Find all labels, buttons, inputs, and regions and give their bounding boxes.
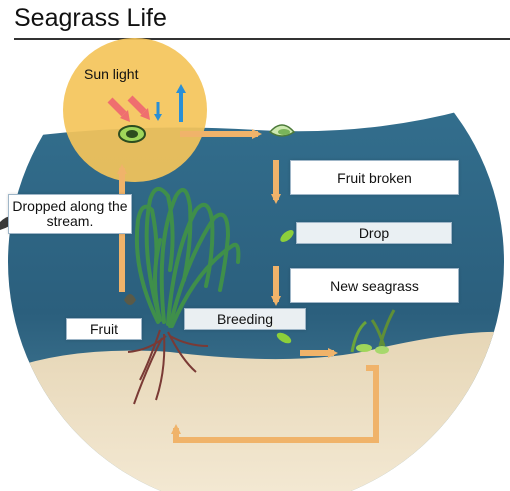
breeding-label: Breeding xyxy=(184,308,306,330)
sun-circle xyxy=(63,38,207,182)
new-seagrass-label: New seagrass xyxy=(290,268,459,303)
sun-light-label: Sun light xyxy=(84,66,138,82)
drop-label: Drop xyxy=(296,222,452,244)
broken-fruit-icon xyxy=(270,125,294,136)
fruit-broken-label: Fruit broken xyxy=(290,160,459,195)
floating-fruit-icon xyxy=(119,126,145,142)
fruit-label: Fruit xyxy=(66,318,142,340)
dropped-along-stream-label: Dropped along the stream. xyxy=(8,194,132,234)
